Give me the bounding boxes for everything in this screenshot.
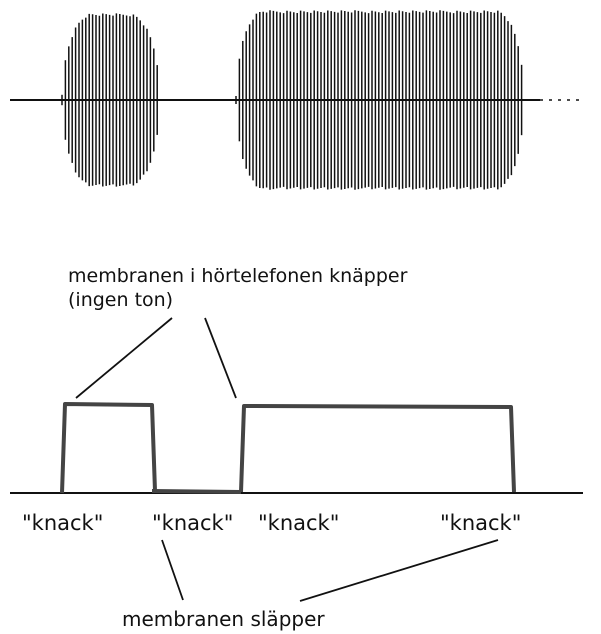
label-no-tone: (ingen ton) <box>68 289 173 311</box>
square-pulse-1 <box>60 402 157 494</box>
pointer-line-right <box>204 317 237 399</box>
pointer-line-bottom-left <box>161 539 184 601</box>
pointer-line-bottom-right <box>299 539 499 602</box>
pulse-gap-low <box>151 489 242 494</box>
tone-burst-2 <box>235 10 523 190</box>
pointer-line-left <box>75 317 173 399</box>
tone-burst-1 <box>61 13 158 187</box>
knack-label-2: "knack" <box>152 511 233 535</box>
knack-label-1: "knack" <box>22 511 103 535</box>
knack-label-4: "knack" <box>440 511 521 535</box>
label-membrane-releases: membranen släpper <box>122 607 325 631</box>
square-pulse-2 <box>239 404 516 493</box>
knack-label-3: "knack" <box>258 511 339 535</box>
label-membrane-clicks: membranen i hörtelefonen knäpper <box>68 265 408 287</box>
square-pulse-signal <box>10 402 583 494</box>
tone-burst-waveform <box>10 10 583 190</box>
